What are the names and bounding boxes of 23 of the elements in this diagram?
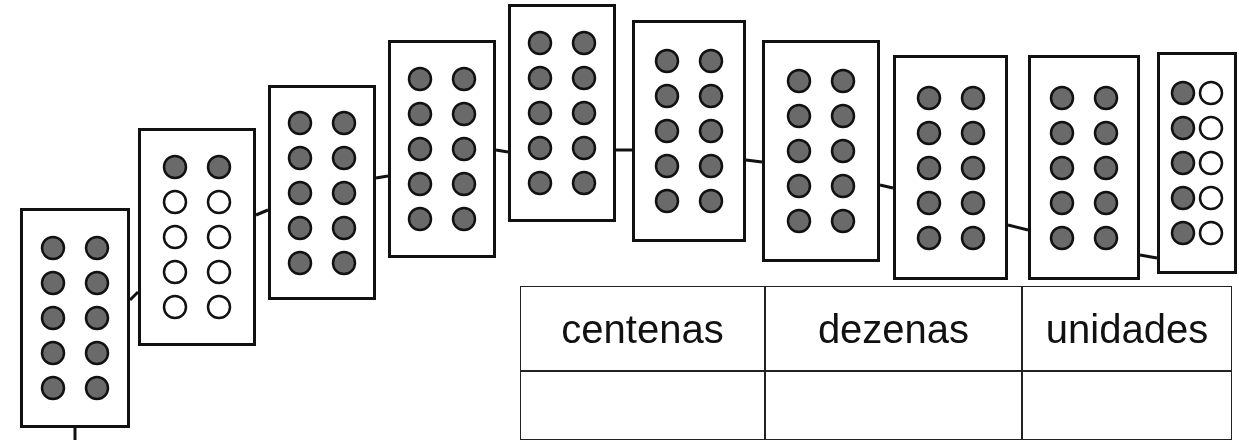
dot-card — [1157, 52, 1237, 274]
connector-line — [255, 208, 269, 217]
table-header-cell: unidades — [1022, 286, 1232, 372]
connector-line — [1007, 223, 1029, 232]
dot-card — [508, 4, 616, 222]
dot-card — [268, 85, 376, 300]
connector-line — [1139, 253, 1158, 260]
table-header-cell: dezenas — [765, 286, 1022, 372]
dot-card — [762, 40, 880, 262]
dot-card — [632, 20, 746, 242]
connector-line — [128, 290, 140, 302]
connector-line — [745, 158, 763, 164]
connector-line — [616, 148, 632, 152]
table-header-cell: centenas — [520, 286, 765, 372]
dot-card — [138, 128, 256, 346]
dot-card — [388, 40, 496, 258]
connector-line — [375, 174, 389, 180]
connector-line — [495, 148, 509, 154]
connector-line — [73, 428, 77, 440]
dot-card — [20, 208, 130, 428]
dot-card — [1028, 55, 1140, 280]
connector-line — [879, 183, 894, 190]
dot-card — [893, 55, 1008, 280]
